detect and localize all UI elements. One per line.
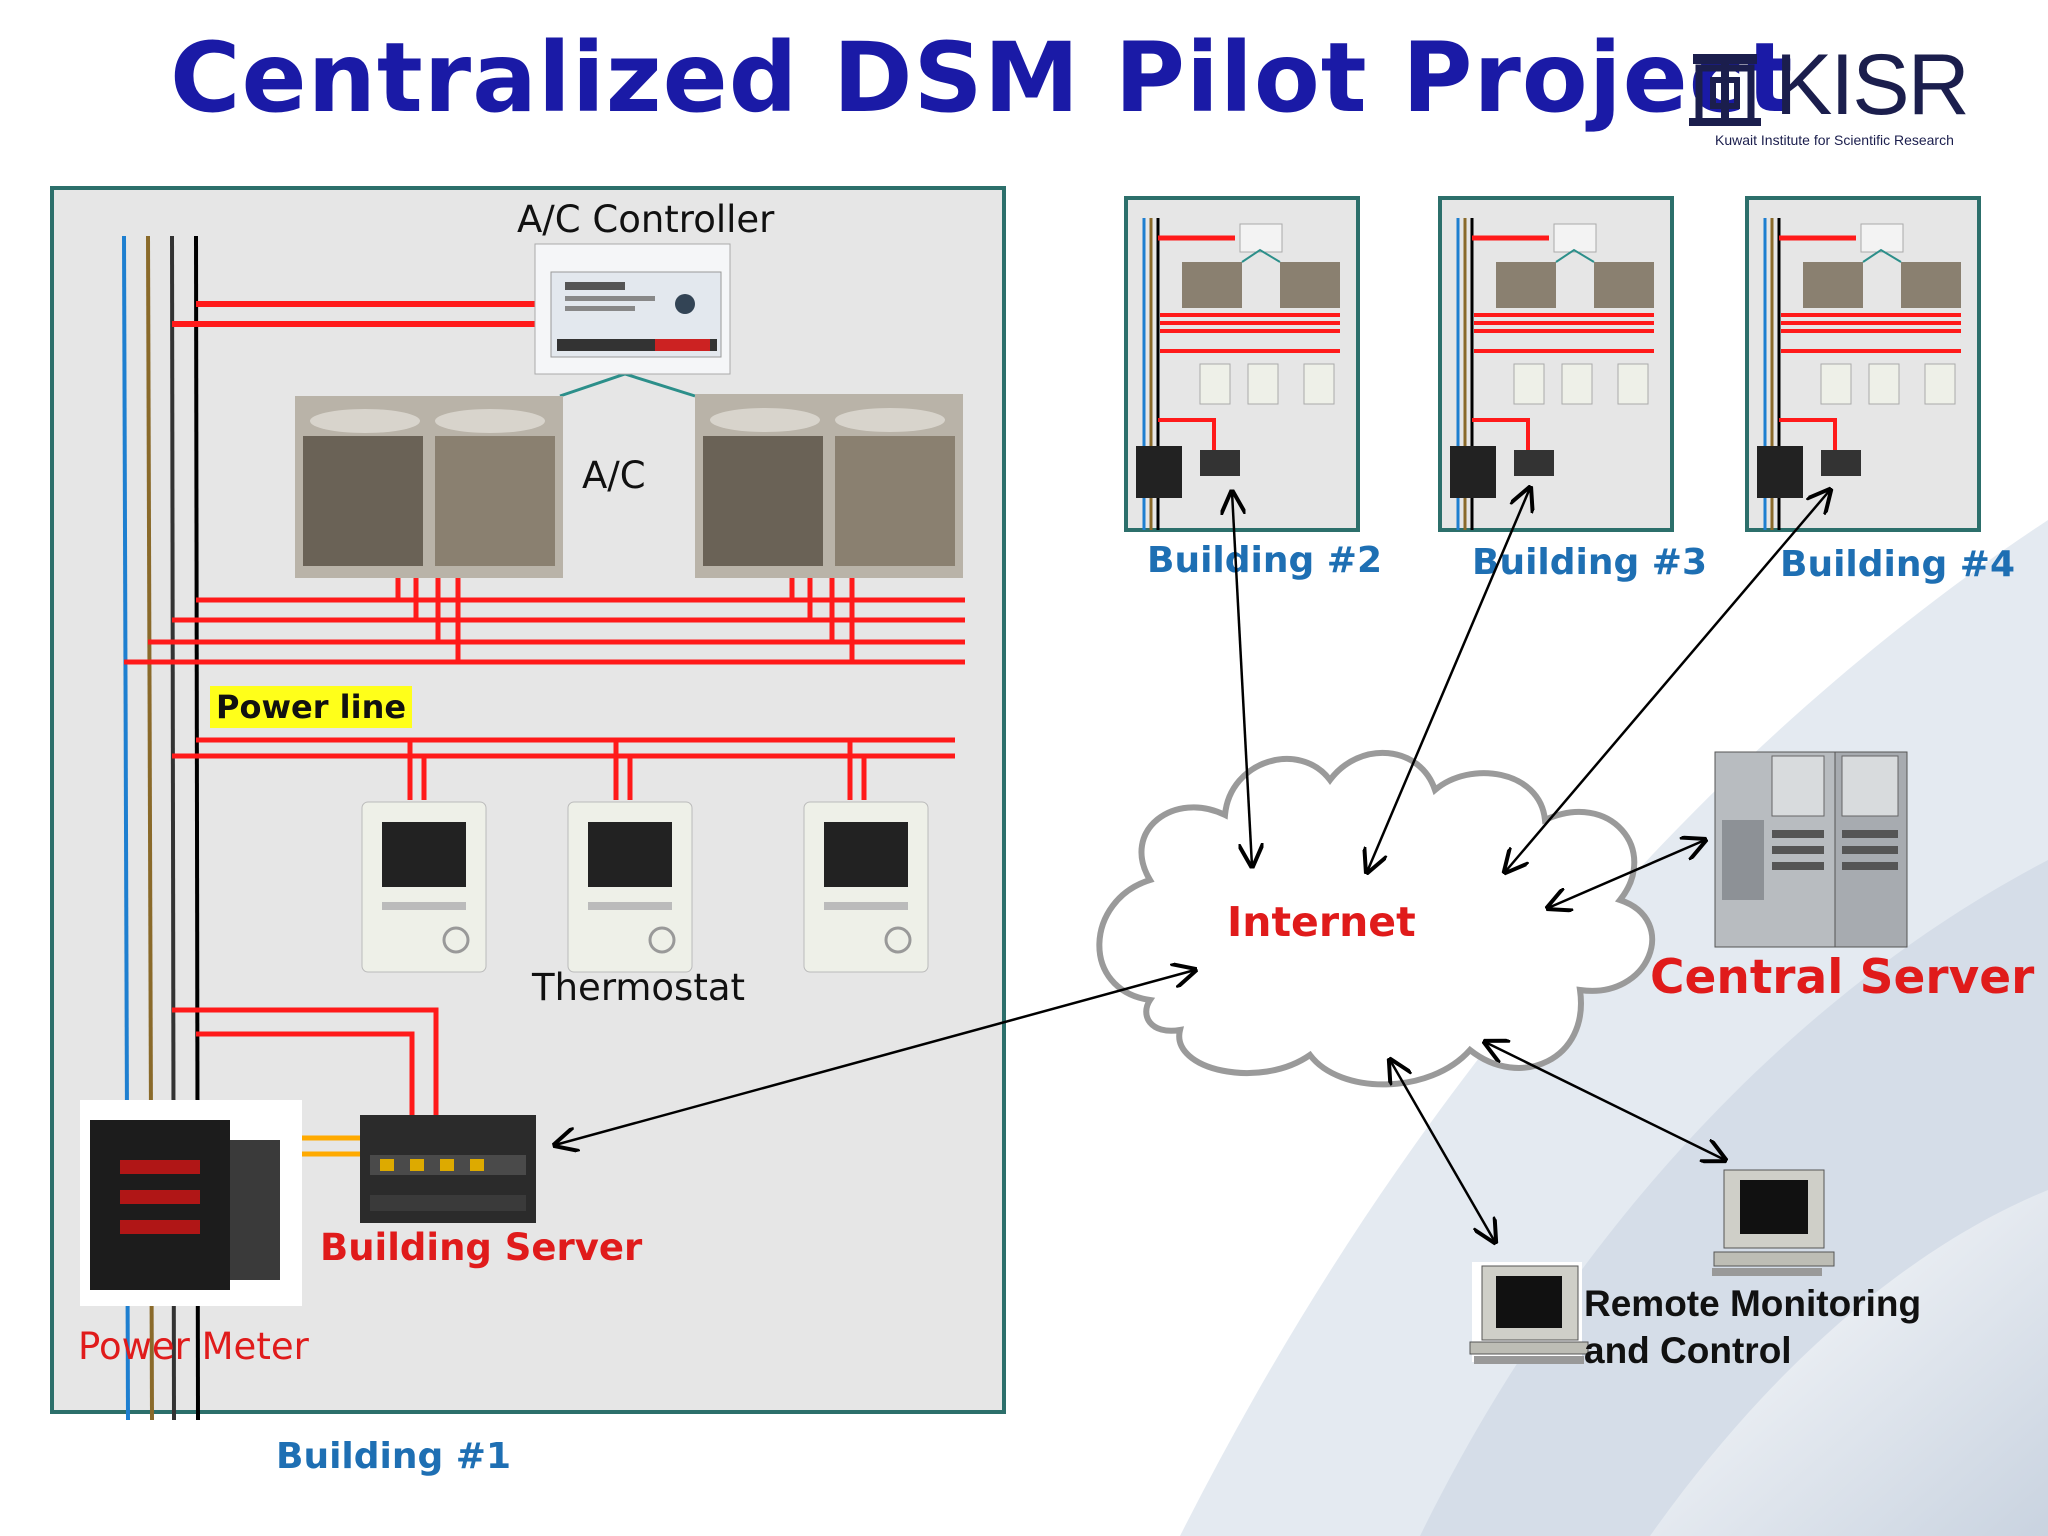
ac-controller-device	[534, 243, 731, 375]
building-2-mini-diagram	[1136, 218, 1340, 530]
power-meter-device	[80, 1100, 302, 1306]
ac-controller-label: A/C Controller	[517, 198, 775, 241]
power-line-label: Power line	[210, 686, 413, 728]
kisr-logo: KISR Kuwait Institute for Scientific Res…	[1685, 40, 2015, 160]
ac-unit-left	[295, 396, 563, 578]
logo-subtitle: Kuwait Institute for Scientific Research	[1715, 132, 1954, 148]
page-title: Centralized DSM Pilot Project	[170, 22, 1794, 134]
central-server-icon	[1714, 751, 1908, 948]
thermostat-1	[361, 801, 487, 973]
kisr-emblem-icon	[1689, 54, 1761, 126]
building-server-device	[360, 1115, 536, 1223]
thermostat-3	[803, 801, 929, 973]
central-server-label: Central Server	[1650, 950, 2035, 1005]
building-1-label: Building #1	[276, 1436, 512, 1477]
remote-label-line-1: Remote Monitoring	[1584, 1283, 1922, 1324]
remote-computer-1-icon	[1712, 1169, 1835, 1276]
remote-label-line-2: and Control	[1584, 1330, 1792, 1371]
building-server-label: Building Server	[320, 1226, 643, 1269]
power-meter-label: Power Meter	[78, 1325, 309, 1368]
remote-monitoring-label: Remote Monitoring and Control	[1584, 1280, 1921, 1374]
ac-label: A/C	[582, 454, 646, 497]
ac-unit-right	[695, 394, 963, 578]
building-3-mini-diagram	[1450, 218, 1654, 530]
thermostat-2	[567, 801, 693, 973]
logo-word: KISR	[1775, 37, 1970, 133]
remote-computer-2-icon	[1469, 1262, 1589, 1364]
internet-label: Internet	[1227, 898, 1416, 946]
